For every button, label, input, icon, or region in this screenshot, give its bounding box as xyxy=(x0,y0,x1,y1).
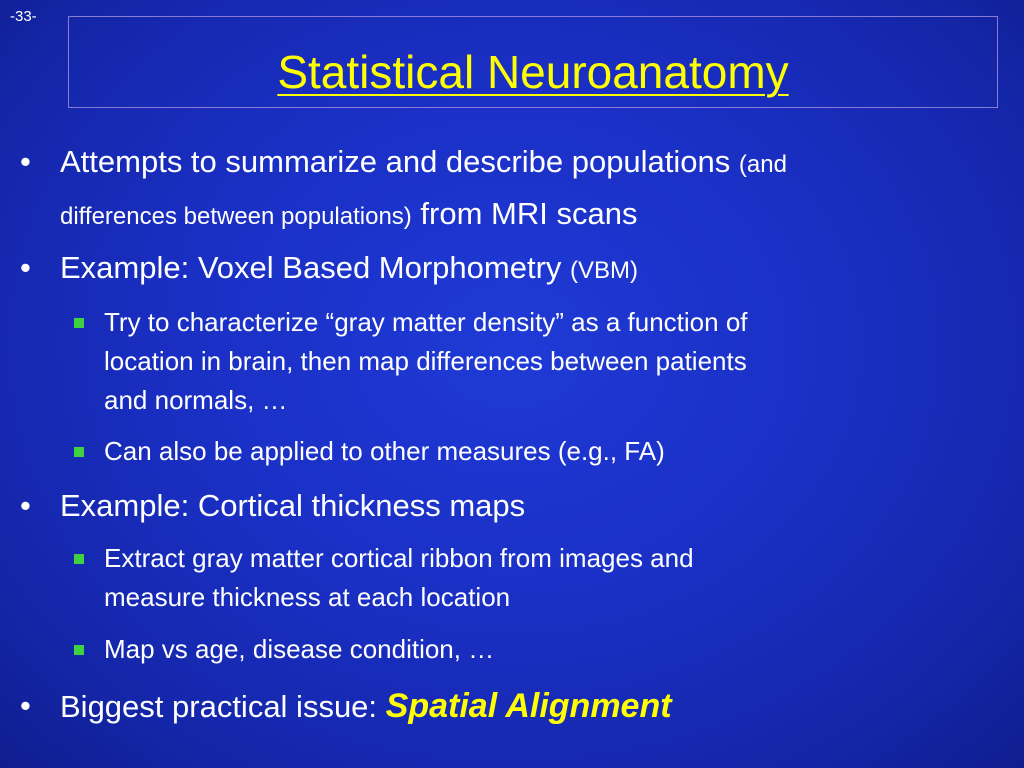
bullet-aside: (VBM) xyxy=(570,257,639,284)
subbullet-marker xyxy=(74,554,84,564)
bullet-aside: differences between populations) xyxy=(60,203,412,230)
slide-title: Statistical Neuroanatomy xyxy=(277,46,789,98)
subbullet-text: Extract gray matter cortical ribbon from… xyxy=(104,543,694,573)
subbullet-map-vs-age: Map vs age, disease condition, … xyxy=(72,630,1012,669)
bullet-practical-issue: • Biggest practical issue: Spatial Align… xyxy=(20,680,1020,732)
bullet-text: from MRI scans xyxy=(420,196,638,231)
subbullet-text: Can also be applied to other measures (e… xyxy=(104,436,665,466)
subbullet-marker xyxy=(74,318,84,328)
bullet-text: Attempts to summarize and describe popul… xyxy=(60,144,731,179)
bullet-marker: • xyxy=(20,488,31,523)
bullet-text: Example: Voxel Based Morphometry xyxy=(60,250,562,285)
emphasis-text: Spatial Alignment xyxy=(385,687,672,725)
bullet-text: Biggest practical issue: xyxy=(60,689,378,724)
subbullet-text: Try to characterize “gray matter density… xyxy=(104,307,748,337)
bullet-populations: • Attempts to summarize and describe pop… xyxy=(20,136,1020,240)
bullet-text: Example: Cortical thickness maps xyxy=(60,488,526,523)
subbullet-marker xyxy=(74,447,84,457)
subbullet-text: measure thickness at each location xyxy=(104,582,511,612)
bullet-marker: • xyxy=(20,144,31,179)
bullet-cortical-thickness: • Example: Cortical thickness maps xyxy=(20,480,1020,532)
bullet-aside: (and xyxy=(738,151,787,178)
subbullet-text: and normals, … xyxy=(104,385,288,415)
subbullet-other-measures: Can also be applied to other measures (e… xyxy=(72,432,1012,471)
bullet-vbm: • Example: Voxel Based Morphometry (VBM) xyxy=(20,242,1020,294)
subbullet-marker xyxy=(74,645,84,655)
subbullet-extract-ribbon: Extract gray matter cortical ribbon from… xyxy=(72,539,1012,617)
subbullet-text: Map vs age, disease condition, … xyxy=(104,634,495,664)
page-number: -33- xyxy=(10,8,37,25)
bullet-marker: • xyxy=(20,688,31,723)
title-box: Statistical Neuroanatomy xyxy=(68,16,998,108)
subbullet-gray-matter-density: Try to characterize “gray matter density… xyxy=(72,303,1012,420)
subbullet-text: location in brain, then map differences … xyxy=(104,346,747,376)
bullet-marker: • xyxy=(20,250,31,285)
